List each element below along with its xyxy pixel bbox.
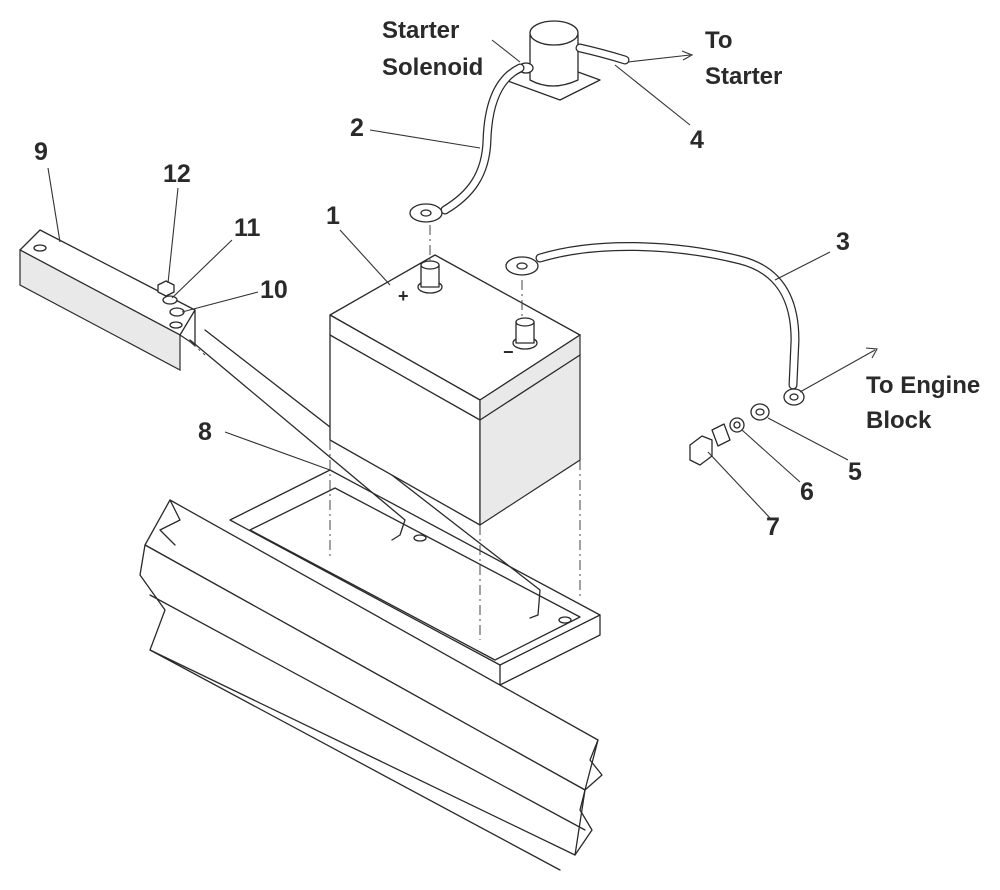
battery: + −: [329, 254, 581, 527]
starter-solenoid-label-line1: Starter: [382, 17, 459, 44]
projection-lines: [187, 225, 581, 640]
cap-screw-7-shank: [711, 423, 731, 447]
callout-3: 3: [836, 228, 850, 256]
lock-washer-6: [729, 417, 745, 433]
starter-solenoid-label-line2: Solenoid: [382, 54, 483, 81]
to-starter-label-line1: To: [705, 27, 733, 54]
lock-washer-11: [162, 295, 178, 305]
callout-8: 8: [198, 418, 212, 446]
frame-rail: [139, 499, 603, 871]
callout-12: 12: [163, 160, 191, 188]
positive-cable: [409, 63, 525, 223]
to-engine-block-label-line1: To Engine: [866, 372, 980, 399]
flat-washer-10: [169, 307, 185, 317]
ground-hardware: [689, 403, 770, 466]
callout-9: 9: [34, 138, 48, 166]
flat-washer-5: [750, 403, 770, 421]
negative-terminal-symbol: −: [503, 342, 514, 362]
callout-6: 6: [800, 478, 814, 506]
callout-4: 4: [690, 126, 704, 154]
hex-nut-12: [157, 280, 175, 297]
callout-10: 10: [260, 276, 288, 304]
positive-terminal-symbol: +: [398, 286, 409, 306]
to-starter-label-line2: Starter: [705, 63, 782, 90]
callout-7: 7: [766, 513, 780, 541]
hold-down-bracket: [19, 229, 196, 371]
starter-solenoid: [504, 20, 601, 101]
callout-leaders: [47, 39, 849, 519]
to-engine-block-label-line2: Block: [866, 407, 932, 434]
callout-2: 2: [350, 114, 364, 142]
callout-1: 1: [326, 202, 340, 230]
callout-11: 11: [234, 214, 261, 242]
diagram-notes: Starter Solenoid To Starter To Engine Bl…: [382, 17, 980, 434]
battery-tray: [229, 469, 601, 686]
negative-cable: [505, 242, 878, 406]
callout-5: 5: [848, 458, 862, 486]
hold-down-hardware: [157, 280, 185, 317]
cap-screw-7-head: [689, 435, 713, 466]
starter-cable: [575, 43, 694, 65]
callout-labels: 1 2 3 4 5 6 7 8 9 10 11 12: [34, 114, 862, 541]
